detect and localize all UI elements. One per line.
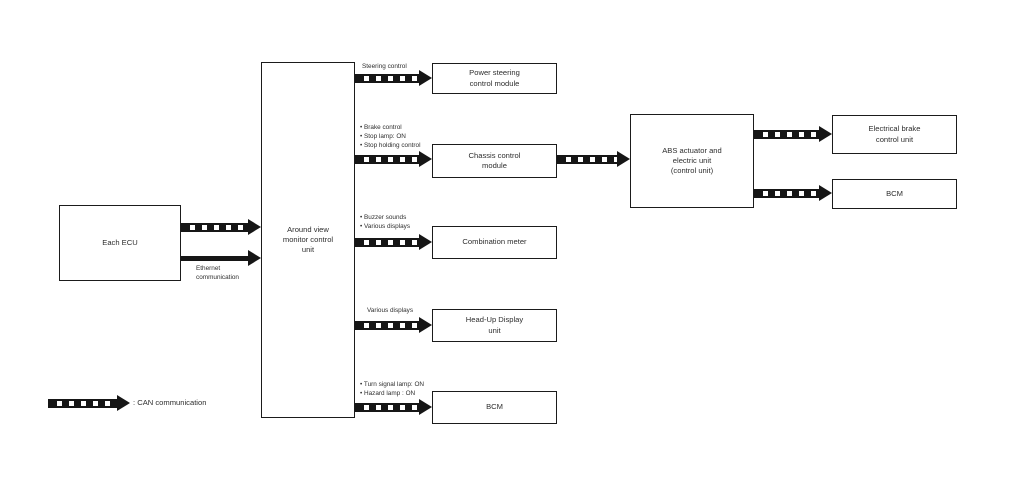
arrowhead-icon bbox=[819, 126, 832, 142]
node-bcm-left: BCM bbox=[432, 391, 557, 424]
arrowhead-icon bbox=[419, 234, 432, 250]
can-arrow-chassis-to-abs bbox=[557, 151, 630, 167]
legend-can-communication-label: : CAN communication bbox=[133, 398, 207, 407]
node-each-ecu: Each ECU bbox=[59, 205, 181, 281]
arrowhead-icon bbox=[419, 151, 432, 167]
can-arrow-abs-to-electrical-brake bbox=[754, 126, 832, 142]
node-combination-meter: Combination meter bbox=[432, 226, 557, 259]
can-arrow-shaft bbox=[355, 402, 419, 412]
can-arrow-avm-to-power-steering bbox=[355, 70, 432, 86]
arrow-label-combination-meter-signals: • Buzzer sounds • Various displays bbox=[360, 214, 411, 231]
arrowhead-icon bbox=[419, 70, 432, 86]
node-bcm-right: BCM bbox=[832, 179, 957, 209]
arrow-label-bcm-signals: • Turn signal lamp: ON • Hazard lamp : O… bbox=[360, 381, 425, 398]
can-arrow-avm-to-chassis bbox=[355, 151, 432, 167]
can-arrow-avm-to-combination-meter bbox=[355, 234, 432, 250]
legend-can-arrow bbox=[48, 395, 130, 411]
arrowhead-icon bbox=[819, 185, 832, 201]
ethernet-arrow-shaft bbox=[181, 255, 248, 261]
can-arrow-shaft bbox=[355, 237, 419, 247]
arrow-label-steering-control: Steering control bbox=[362, 63, 407, 70]
can-arrow-shaft bbox=[355, 73, 419, 83]
node-abs-actuator-electric-unit: ABS actuator and electric unit (control … bbox=[630, 114, 754, 208]
can-arrow-avm-to-bcm bbox=[355, 399, 432, 415]
arrowhead-icon bbox=[248, 250, 261, 266]
arrowhead-icon bbox=[419, 399, 432, 415]
can-arrow-shaft bbox=[355, 320, 419, 330]
arrow-label-chassis-signals: • Brake control • Stop lamp: ON • Stop h… bbox=[360, 124, 421, 150]
can-arrow-shaft bbox=[557, 154, 617, 164]
arrow-label-ethernet-communication: Ethernet communication bbox=[196, 265, 239, 282]
node-chassis-control-module: Chassis control module bbox=[432, 144, 557, 178]
node-head-up-display-unit: Head-Up Display unit bbox=[432, 309, 557, 342]
arrowhead-icon bbox=[617, 151, 630, 167]
can-arrow-abs-to-bcm bbox=[754, 185, 832, 201]
can-arrow-ecu-to-avm bbox=[181, 219, 261, 235]
node-electrical-brake-control-unit: Electrical brake control unit bbox=[832, 115, 957, 154]
can-arrow-shaft bbox=[355, 154, 419, 164]
ethernet-arrow-ecu-to-avm bbox=[181, 250, 261, 266]
can-arrow-shaft bbox=[754, 129, 819, 139]
arrowhead-icon bbox=[117, 395, 130, 411]
can-arrow-shaft bbox=[48, 398, 117, 408]
arrow-label-various-displays: Various displays bbox=[367, 307, 414, 314]
can-arrow-avm-to-hud bbox=[355, 317, 432, 333]
node-power-steering-control-module: Power steering control module bbox=[432, 63, 557, 94]
can-arrow-shaft bbox=[754, 188, 819, 198]
node-around-view-monitor-control-unit: Around view monitor control unit bbox=[261, 62, 355, 418]
arrowhead-icon bbox=[419, 317, 432, 333]
can-arrow-shaft bbox=[181, 222, 248, 232]
arrowhead-icon bbox=[248, 219, 261, 235]
